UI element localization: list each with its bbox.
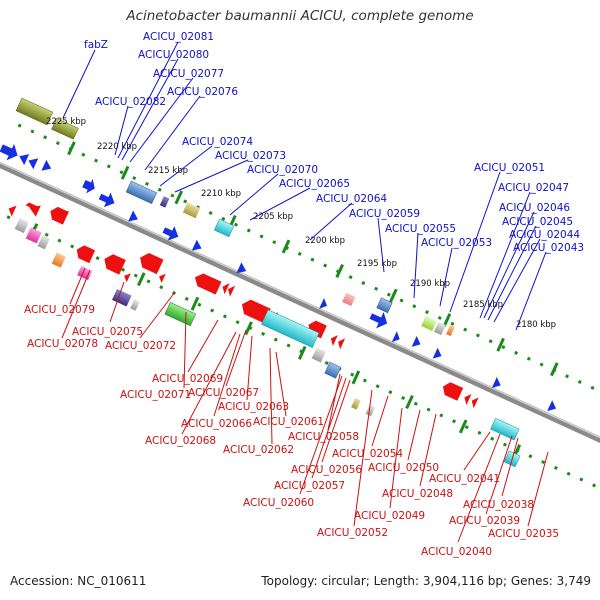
kbp-label: 2205 kbp — [253, 212, 293, 222]
forward-gene-labels: fabZ ACICU_02081 ACICU_02080 ACICU_02077… — [84, 31, 584, 254]
gene-label: ACICU_02061 — [253, 416, 324, 428]
kbp-label: 2215 kbp — [148, 166, 188, 176]
gene-label: fabZ — [84, 39, 108, 51]
backbone-highlight — [0, 158, 600, 456]
gene-label: ACICU_02059 — [349, 208, 420, 220]
gene-label: ACICU_02062 — [223, 444, 294, 456]
gene-label: ACICU_02066 — [181, 418, 252, 430]
gene-label: ACICU_02043 — [513, 242, 584, 254]
gene-label: ACICU_02078 — [27, 338, 98, 350]
gene-label: ACICU_02044 — [509, 229, 580, 241]
gene-label: ACICU_02072 — [105, 340, 176, 352]
map-title: Acinetobacter baumannii ACICU, complete … — [126, 8, 474, 24]
gene-label: ACICU_02081 — [143, 31, 214, 43]
gene-label: ACICU_02056 — [291, 464, 362, 476]
reverse-track-dotted-line — [0, 203, 600, 498]
kbp-label: 2195 kbp — [357, 259, 397, 269]
gene-label: ACICU_02067 — [188, 387, 259, 399]
kbp-label: 2190 kbp — [410, 279, 450, 289]
gene-label: ACICU_02063 — [218, 401, 289, 413]
gene-label: ACICU_02077 — [153, 68, 224, 80]
forward-leader-lines — [62, 41, 547, 331]
gene-label: ACICU_02071 — [120, 389, 191, 401]
forward-track-dotted-line — [17, 123, 600, 418]
gene-label: ACICU_02054 — [332, 448, 403, 460]
kbp-label: 2225 kbp — [46, 117, 86, 127]
gene-label: ACICU_02068 — [145, 435, 216, 447]
gene-label: ACICU_02060 — [243, 497, 314, 509]
gene-label: ACICU_02065 — [279, 178, 350, 190]
genome-backbone — [0, 158, 600, 460]
gene-label: ACICU_02052 — [317, 527, 388, 539]
gene-label: ACICU_02074 — [182, 136, 253, 148]
gene-label: ACICU_02076 — [167, 86, 238, 98]
reverse-leader-lines — [61, 267, 549, 543]
gene-label: ACICU_02069 — [152, 373, 223, 385]
gene-label: ACICU_02045 — [502, 216, 573, 228]
gene-label: ACICU_02070 — [247, 164, 318, 176]
kbp-label: 2200 kbp — [305, 236, 345, 246]
genome-track — [0, 97, 600, 498]
gene-label: ACICU_02055 — [385, 223, 456, 235]
reverse-gene-boxes — [14, 218, 521, 468]
gene-label: ACICU_02057 — [274, 480, 345, 492]
gene-label: ACICU_02040 — [421, 546, 492, 558]
gene-label: ACICU_02079 — [24, 304, 95, 316]
scale-ticks — [29, 141, 559, 459]
gene-label: ACICU_02049 — [354, 510, 425, 522]
kbp-label: 2185 kbp — [463, 300, 503, 310]
kbp-label: 2180 kbp — [516, 320, 556, 330]
gene-label: ACICU_02038 — [463, 499, 534, 511]
gene-label: ACICU_02064 — [316, 193, 387, 205]
gene-label: ACICU_02035 — [488, 528, 559, 540]
gene-label: ACICU_02073 — [215, 150, 286, 162]
gene-label: ACICU_02058 — [288, 431, 359, 443]
gene-label: ACICU_02041 — [429, 473, 500, 485]
gene-label: ACICU_02080 — [138, 49, 209, 61]
gene-label: ACICU_02046 — [499, 202, 570, 214]
forward-gene-arrows — [0, 143, 557, 412]
kbp-label: 2210 kbp — [201, 189, 241, 199]
gene-label: ACICU_02053 — [421, 237, 492, 249]
accession-text: Accession: NC_010611 — [10, 574, 147, 588]
forward-gene-boxes — [15, 97, 455, 337]
gene-label: ACICU_02048 — [382, 488, 453, 500]
genome-stats-text: Topology: circular; Length: 3,904,116 bp… — [261, 574, 591, 588]
reverse-gene-labels: ACICU_02079 ACICU_02078 ACICU_02075 ACIC… — [24, 304, 559, 558]
gene-label: ACICU_02051 — [474, 162, 545, 174]
gene-label: ACICU_02082 — [95, 96, 166, 108]
gene-label: ACICU_02075 — [72, 326, 143, 338]
gene-label: ACICU_02039 — [449, 515, 520, 527]
gene-label: ACICU_02047 — [498, 182, 569, 194]
gene-label: ACICU_02050 — [368, 462, 439, 474]
